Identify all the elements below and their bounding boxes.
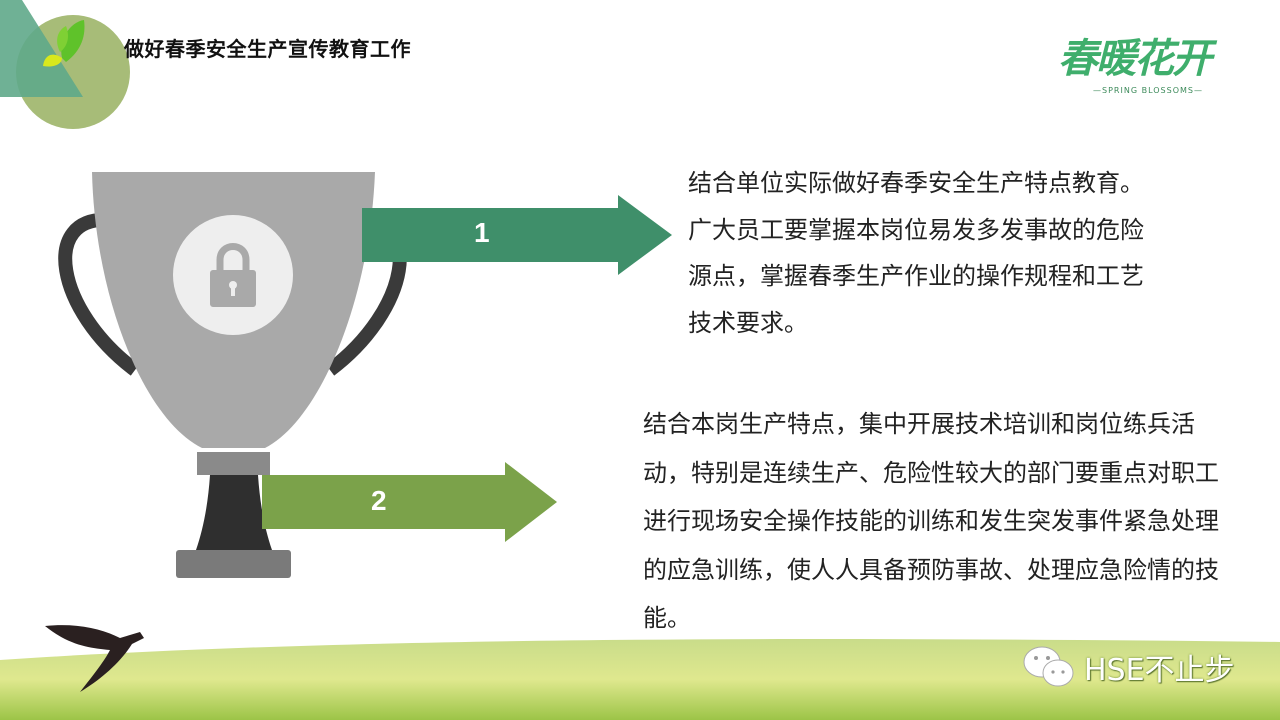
logo-text-en: —SPRING BLOSSOMS— — [1093, 86, 1203, 95]
butterfly-icon — [43, 20, 85, 67]
arrow-1-number: 1 — [474, 217, 490, 248]
arrow-2-number: 2 — [371, 485, 387, 516]
footer-watermark: HSE不止步 — [1022, 645, 1235, 689]
spring-blossoms-logo: 春暖花开 —SPRING BLOSSOMS— — [1058, 26, 1238, 116]
point-1-text: 结合单位实际做好春季安全生产特点教育。广大员工要掌握本岗位易发多发事故的危险源点… — [688, 169, 1144, 337]
wechat-icon — [1023, 646, 1074, 687]
swallow-icon — [45, 625, 144, 692]
arrow-2 — [262, 462, 557, 542]
watermark-text: HSE不止步 — [1084, 653, 1235, 688]
lock-icon — [210, 243, 256, 307]
page-title: 做好春季安全生产宣传教育工作 — [124, 37, 411, 61]
arrows — [262, 195, 672, 542]
grass-background — [0, 639, 1280, 720]
logo-text-cn: 春暖花开 — [1058, 35, 1212, 82]
point-2-text: 结合本岗生产特点，集中开展技术培训和岗位练兵活动，特别是连续生产、危险性较大的部… — [643, 410, 1219, 632]
arrow-1 — [362, 195, 672, 275]
corner-decoration — [0, 0, 130, 129]
trophy-band — [197, 452, 270, 475]
trophy-illustration — [58, 172, 407, 578]
